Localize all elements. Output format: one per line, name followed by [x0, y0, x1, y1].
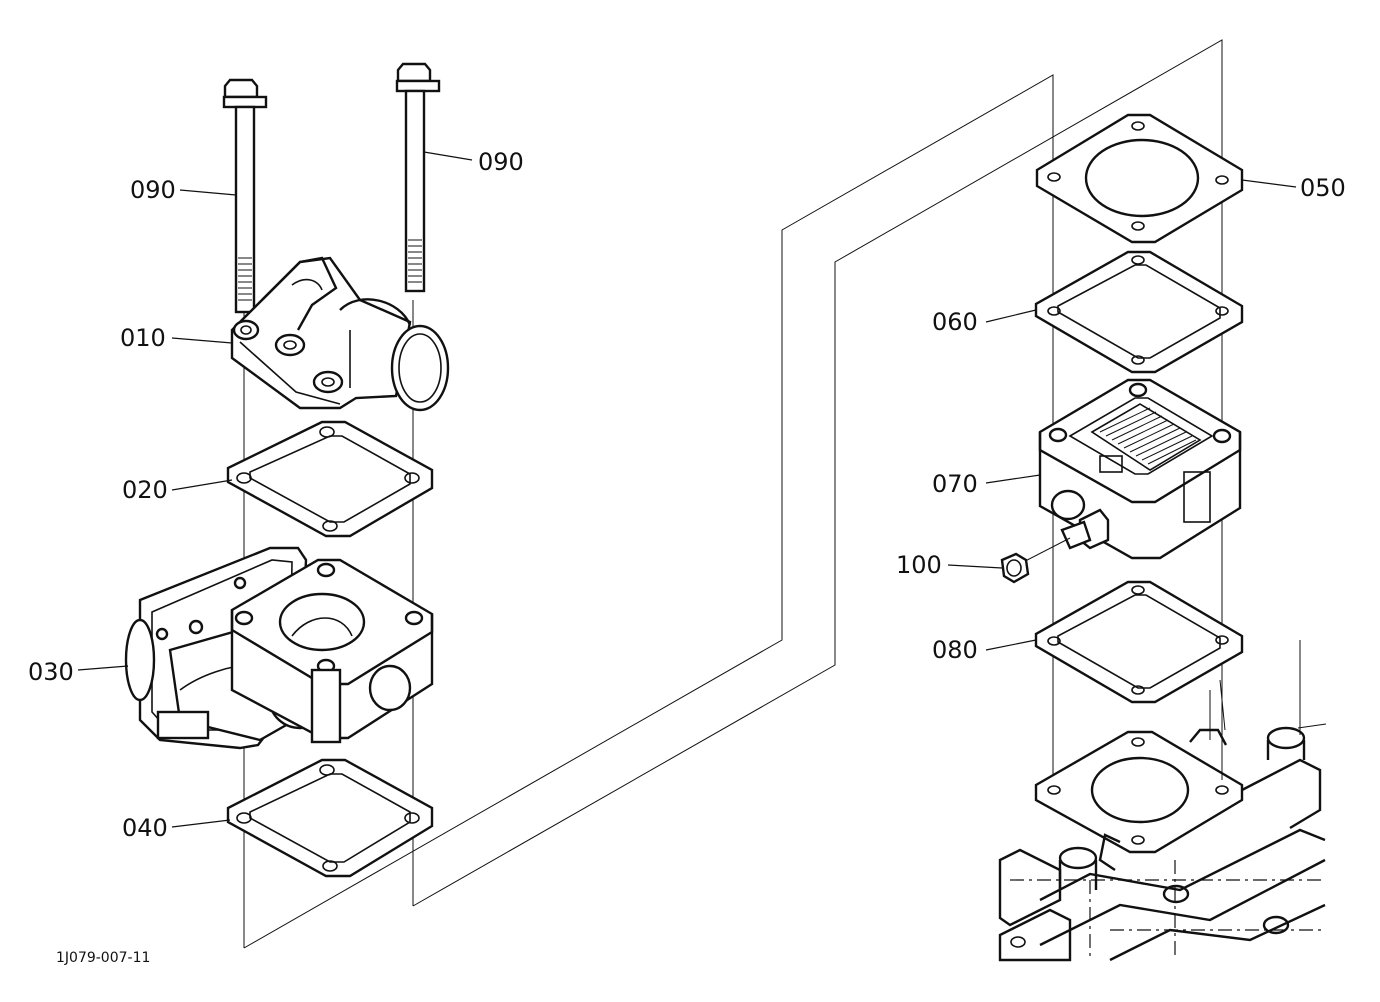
throttle-body — [124, 546, 434, 750]
gasket-080 — [1034, 580, 1244, 704]
leader-lines — [77, 151, 1297, 828]
callout-010: 010 — [120, 324, 166, 352]
callout-labels: 090 090 010 020 030 040 050 060 070 100 … — [28, 148, 1346, 966]
callout-080: 080 — [932, 636, 978, 664]
intake-flange-pipe — [230, 256, 450, 412]
callout-070: 070 — [932, 470, 978, 498]
callout-050: 050 — [1300, 174, 1346, 202]
intake-manifold — [998, 640, 1327, 962]
callout-030: 030 — [28, 658, 74, 686]
drawing-code: 1J079-007-11 — [56, 950, 150, 966]
callout-090-right: 090 — [478, 148, 524, 176]
callout-020: 020 — [122, 476, 168, 504]
callout-100: 100 — [896, 551, 942, 579]
callout-090-left: 090 — [130, 176, 176, 204]
gasket-060 — [1034, 250, 1244, 374]
bolt-left — [222, 78, 268, 314]
plate-050 — [1035, 113, 1244, 244]
nut-100 — [1000, 552, 1030, 584]
bolt-right — [395, 62, 441, 293]
heater-housing — [1007, 378, 1242, 571]
gasket-020 — [226, 420, 434, 538]
gasket-040 — [226, 758, 434, 878]
callout-040: 040 — [122, 814, 168, 842]
callout-060: 060 — [932, 308, 978, 336]
